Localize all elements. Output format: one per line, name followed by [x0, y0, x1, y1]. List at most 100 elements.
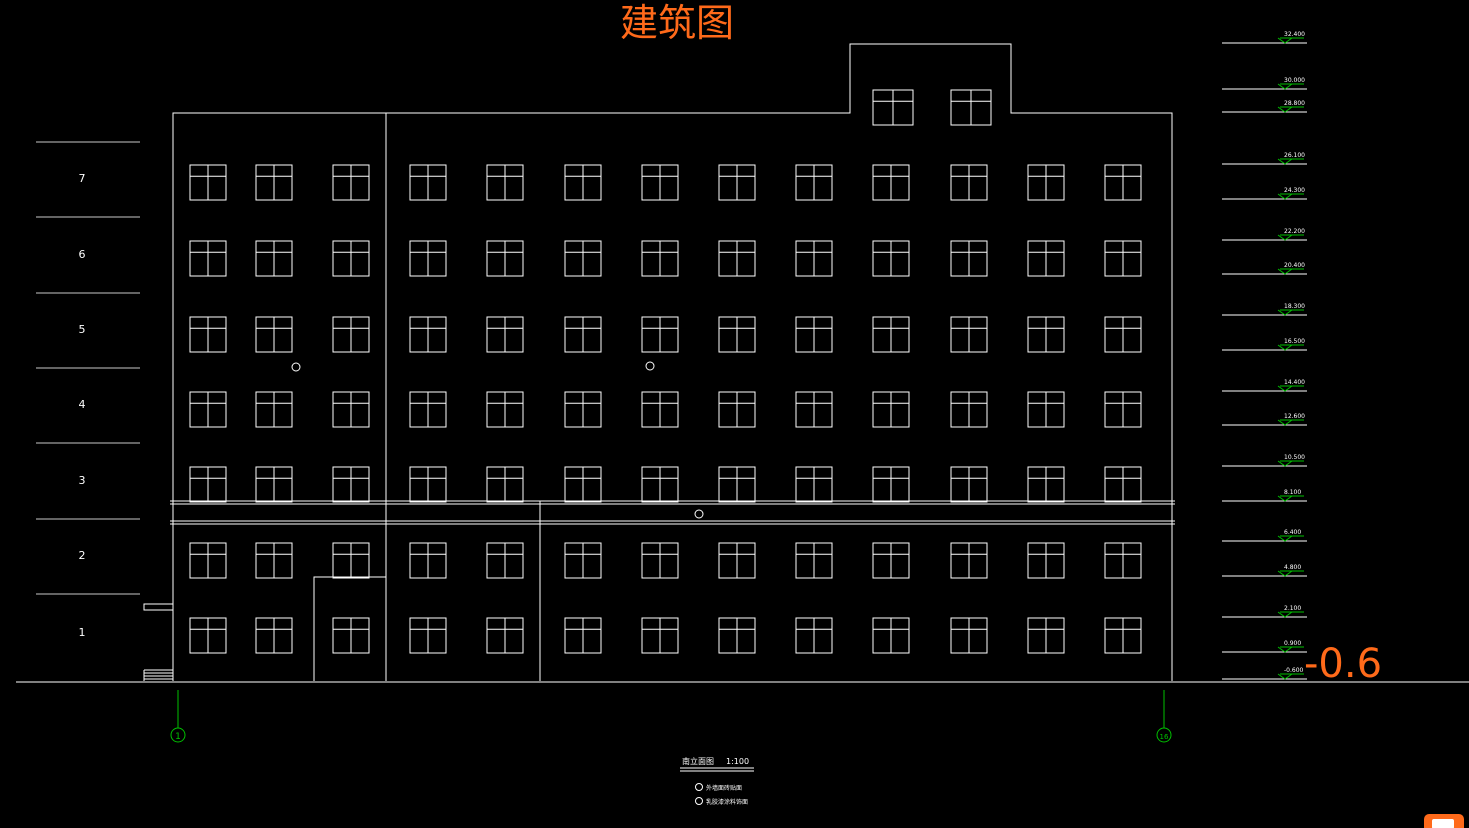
- elevation-value: 8.100: [1284, 489, 1301, 496]
- window: [332, 240, 370, 277]
- window: [332, 542, 370, 579]
- window: [950, 466, 988, 503]
- window: [1027, 391, 1065, 428]
- elevation-marker: 0.900: [1222, 640, 1307, 653]
- axis-label: 16: [1160, 733, 1169, 741]
- window: [872, 164, 910, 201]
- facade-markers: [291, 361, 704, 519]
- window: [486, 164, 524, 201]
- window: [255, 164, 293, 201]
- elevation-value: 16.500: [1284, 338, 1305, 345]
- window: [409, 542, 447, 579]
- note-item: 乳胶漆涂料饰面: [706, 798, 748, 806]
- elevation-marker: 10.500: [1222, 454, 1307, 467]
- window: [255, 466, 293, 503]
- window: [189, 542, 227, 579]
- window: [1104, 391, 1142, 428]
- window: [718, 466, 756, 503]
- window: [1027, 164, 1065, 201]
- window: [1027, 466, 1065, 503]
- window: [1104, 542, 1142, 579]
- window: [718, 316, 756, 353]
- elevation-marker: 2.100: [1222, 605, 1307, 618]
- floor-number: 4: [79, 398, 86, 411]
- axis-marker-start: 1: [170, 690, 186, 743]
- window: [795, 466, 833, 503]
- window: [641, 240, 679, 277]
- window: [255, 542, 293, 579]
- window: [718, 617, 756, 654]
- window: [795, 542, 833, 579]
- elevation-marker: 8.100: [1222, 489, 1307, 502]
- window: [641, 164, 679, 201]
- floor-number: 3: [79, 474, 86, 487]
- elevation-marker: 16.500: [1222, 338, 1307, 351]
- window: [409, 316, 447, 353]
- window: [486, 391, 524, 428]
- window: [950, 391, 988, 428]
- drawing-title: 建筑图: [620, 1, 734, 45]
- elevation-value: 18.300: [1284, 303, 1305, 310]
- window: [1027, 316, 1065, 353]
- window: [332, 164, 370, 201]
- window: [409, 617, 447, 654]
- window: [189, 391, 227, 428]
- window: [1027, 542, 1065, 579]
- window: [1104, 466, 1142, 503]
- window: [564, 466, 602, 503]
- window: [189, 240, 227, 277]
- window: [641, 391, 679, 428]
- window: [255, 391, 293, 428]
- window: [1104, 240, 1142, 277]
- floor-number: 1: [79, 626, 86, 639]
- elevation-value: 32.400: [1284, 31, 1305, 38]
- window: [409, 164, 447, 201]
- axis-label: 1: [175, 732, 181, 742]
- elevation-value: 20.400: [1284, 262, 1305, 269]
- floor-number: 6: [79, 248, 86, 261]
- window: [486, 617, 524, 654]
- window: [564, 316, 602, 353]
- window: [332, 617, 370, 654]
- floor-number: 2: [79, 549, 86, 562]
- window: [641, 316, 679, 353]
- window: [332, 391, 370, 428]
- elevation-marker: 30.000: [1222, 77, 1307, 90]
- window: [255, 240, 293, 277]
- window: [564, 391, 602, 428]
- window: [189, 316, 227, 353]
- windows: [189, 89, 1142, 654]
- window: [409, 240, 447, 277]
- window: [950, 542, 988, 579]
- window: [255, 316, 293, 353]
- window: [872, 391, 910, 428]
- window: [872, 617, 910, 654]
- floor-number-column: 7 6 5 4 3 2 1: [36, 141, 140, 639]
- elevation-marker: 20.400: [1222, 262, 1307, 275]
- elevation-value: 24.300: [1284, 187, 1305, 194]
- window: [950, 164, 988, 201]
- elevation-value: 26.100: [1284, 152, 1305, 159]
- elevation-value: 14.400: [1284, 379, 1305, 386]
- window: [872, 542, 910, 579]
- window: [189, 164, 227, 201]
- elevation-marker: 32.400: [1222, 31, 1307, 44]
- window: [718, 542, 756, 579]
- elevation-value: 28.800: [1284, 100, 1305, 107]
- window: [641, 617, 679, 654]
- window: [1027, 617, 1065, 654]
- window: [409, 466, 447, 503]
- floor-number: 7: [79, 172, 86, 185]
- elevation-value: 4.800: [1284, 564, 1301, 571]
- window: [950, 240, 988, 277]
- window: [255, 617, 293, 654]
- elevation-value: 6.400: [1284, 529, 1301, 536]
- elevation-value: -0.600: [1284, 667, 1304, 674]
- window: [795, 617, 833, 654]
- window: [872, 240, 910, 277]
- window: [409, 391, 447, 428]
- window: [1104, 316, 1142, 353]
- window: [872, 466, 910, 503]
- building-outline: [16, 43, 1469, 683]
